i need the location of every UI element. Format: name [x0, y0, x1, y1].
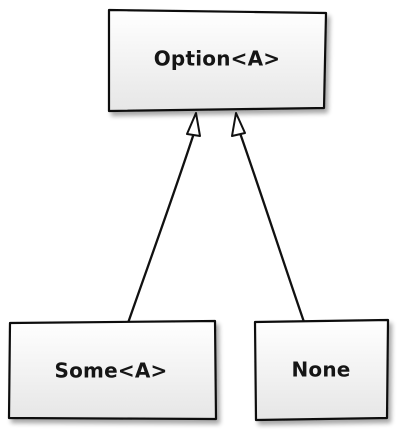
inheritance-arrowhead-none	[231, 112, 246, 137]
node-none-label: None	[291, 358, 350, 382]
node-option-box	[107, 8, 328, 113]
node-none[interactable]: None	[253, 318, 390, 422]
node-option[interactable]: Option<A>	[107, 8, 328, 113]
node-none-box	[253, 318, 390, 422]
node-option-label: Option<A>	[154, 47, 281, 71]
inheritance-edge-some-to-option	[126, 112, 201, 325]
node-some[interactable]: Some<A>	[7, 319, 218, 421]
edge-line-none	[238, 131, 306, 324]
edge-line-some	[126, 131, 196, 325]
node-some-box	[7, 319, 218, 421]
inheritance-edge-none-to-option	[231, 112, 306, 324]
inheritance-arrowhead-some	[186, 112, 201, 137]
node-some-label: Some<A>	[55, 359, 168, 383]
